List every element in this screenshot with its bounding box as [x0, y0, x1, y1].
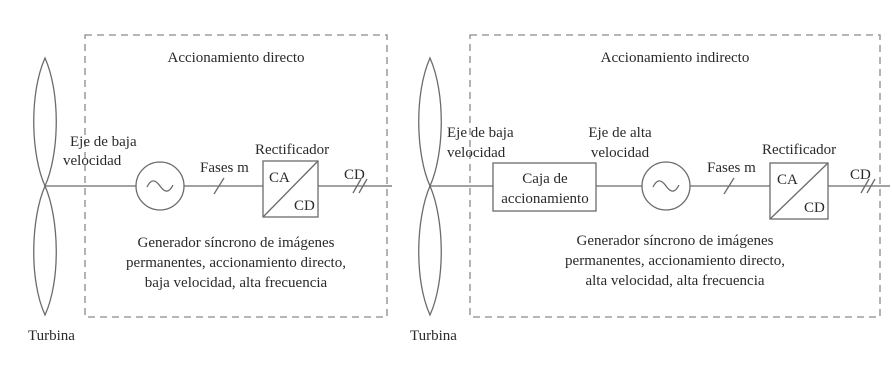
direct-drive-title: Accionamiento directo	[167, 50, 304, 66]
turbine-label: Turbina	[410, 328, 457, 344]
indirect-drive-title: Accionamiento indirecto	[601, 50, 750, 66]
generator-caption-2: permanentes, accionamiento directo,	[565, 253, 785, 269]
converter-ca-label: CA	[269, 170, 290, 186]
phase-slash	[213, 177, 225, 195]
generator-caption-2: permanentes, accionamiento directo,	[126, 255, 346, 271]
turbine-label: Turbina	[28, 328, 75, 344]
dc-slash-1	[860, 178, 870, 194]
generator-caption-1: Generador síncrono de imágenes	[576, 233, 773, 249]
low-speed-shaft-label-1: Eje de baja	[447, 125, 514, 141]
ac-generator-icon	[135, 161, 185, 211]
phases-label: Fases m	[200, 160, 249, 176]
ac-dc-converter-icon	[262, 160, 319, 218]
dc-slash-1	[352, 178, 362, 194]
high-speed-shaft-label-1: Eje de alta	[588, 125, 652, 141]
gearbox-label-2: accionamiento	[501, 191, 588, 207]
high-speed-shaft-label-2: velocidad	[591, 145, 650, 161]
low-speed-shaft-label-1: Eje de baja	[70, 134, 137, 150]
rectifier-label: Rectificador	[255, 142, 329, 158]
rectifier-label: Rectificador	[762, 142, 836, 158]
phases-label: Fases m	[707, 160, 756, 176]
converter-cd-label: CD	[294, 198, 315, 214]
dc-slash-2	[358, 178, 368, 194]
direct-drive-boundary	[84, 34, 388, 318]
indirect-drive-boundary	[469, 34, 881, 318]
ac-dc-converter-icon	[769, 162, 829, 220]
gearbox-label-1: Caja de	[522, 171, 568, 187]
phase-slash	[723, 177, 735, 195]
generator-caption-3: alta velocidad, alta frecuencia	[585, 273, 764, 289]
generator-caption-3: baja velocidad, alta frecuencia	[145, 275, 328, 291]
converter-cd-label: CD	[804, 200, 825, 216]
dc-slash-2	[866, 178, 876, 194]
low-speed-shaft-label-2: velocidad	[447, 145, 506, 161]
gearbox-box	[492, 162, 597, 212]
low-speed-shaft-label-2: velocidad	[63, 153, 122, 169]
ac-generator-icon	[641, 161, 691, 211]
direct-drive-section: Accionamiento directo Eje de baja veloci…	[28, 34, 392, 344]
dc-output-label: CD	[850, 167, 871, 183]
indirect-drive-section: Accionamiento indirecto Eje de baja velo…	[410, 34, 890, 344]
wind-turbine-blade-icon	[33, 56, 57, 317]
dc-output-label: CD	[344, 167, 365, 183]
wind-turbine-blade-icon	[418, 56, 442, 317]
generator-caption-1: Generador síncrono de imágenes	[137, 235, 334, 251]
converter-ca-label: CA	[777, 172, 798, 188]
